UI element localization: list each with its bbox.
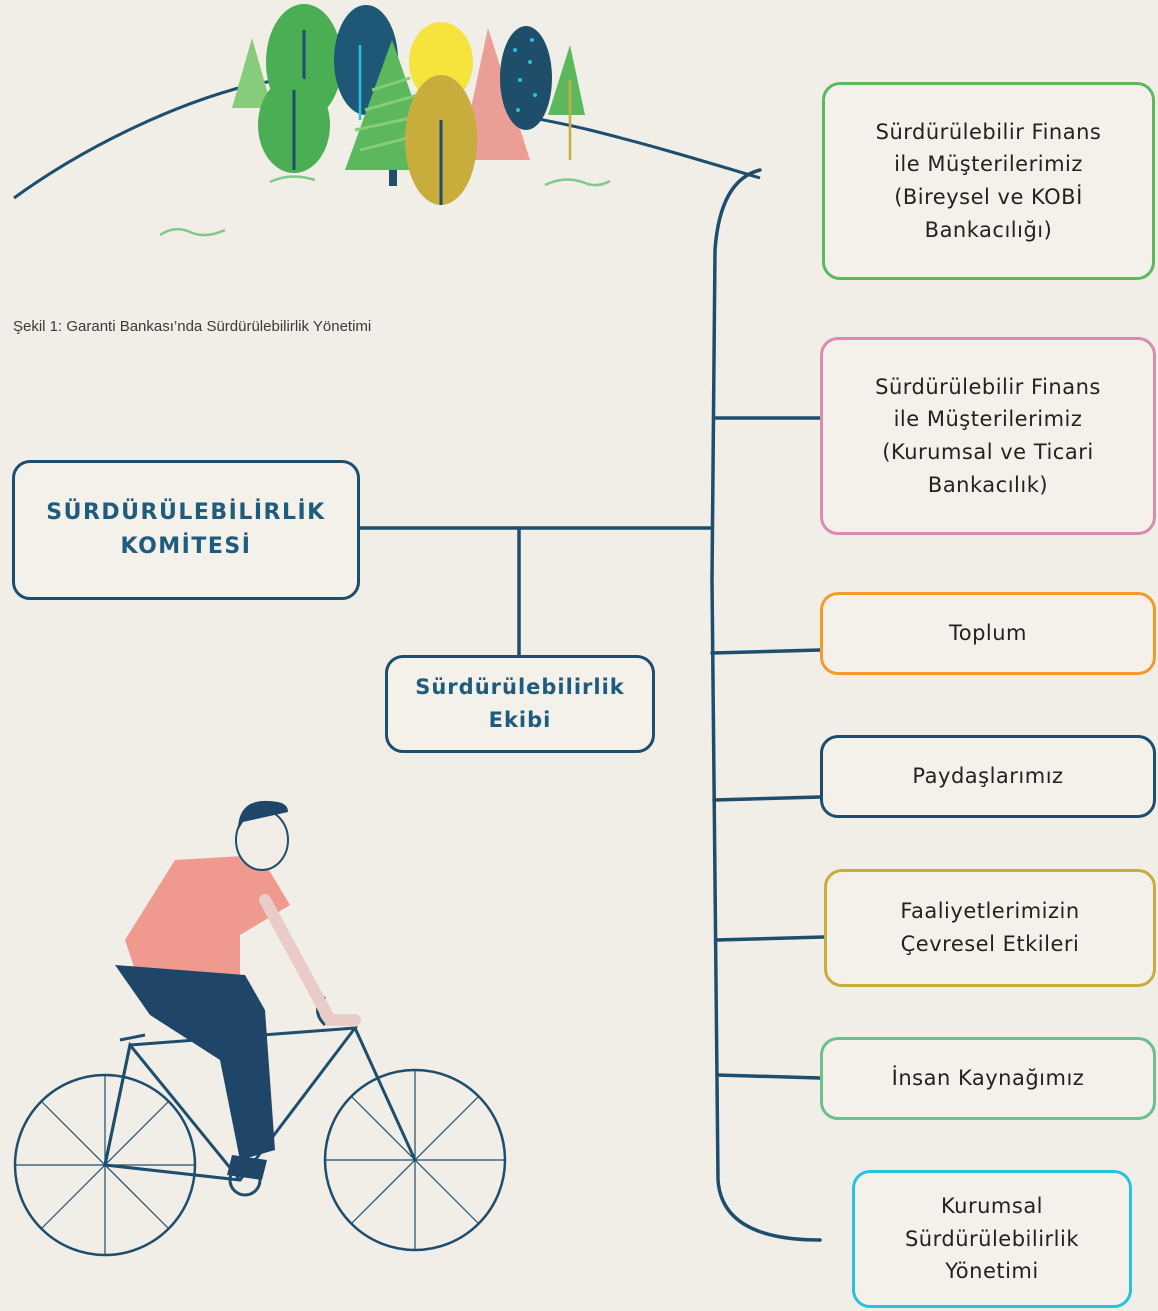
branch-connector-4	[712, 795, 822, 802]
branch-box-society: Toplum	[820, 592, 1156, 675]
branch-box-corporate-sustainability: Kurumsal Sürdürülebilirlik Yönetimi	[852, 1170, 1132, 1308]
forest-illustration	[13, 4, 761, 237]
figure-caption: Şekil 1: Garanti Bankası’nda Sürdürülebi…	[13, 318, 372, 335]
branch-box-stakeholders: Paydaşlarımız	[820, 735, 1156, 818]
branch-box-retail-finance: Sürdürülebilir Finans ile Müşterilerimiz…	[822, 82, 1155, 280]
trunk-line	[710, 168, 822, 1242]
team-box: Sürdürülebilirlik Ekibi	[385, 655, 655, 753]
branch-connector-5	[714, 935, 826, 942]
branch-box-human-resources: İnsan Kaynağımız	[820, 1037, 1156, 1120]
branch-connector-3	[710, 648, 822, 655]
branch-connector-6	[715, 1073, 822, 1080]
committee-box: SÜRDÜRÜLEBİLİRLİK KOMİTESİ	[12, 460, 360, 600]
branch-box-corporate-finance: Sürdürülebilir Finans ile Müşterilerimiz…	[820, 337, 1156, 535]
branch-box-environmental-impact: Faaliyetlerimizin Çevresel Etkileri	[824, 869, 1156, 987]
cyclist-illustration	[13, 800, 507, 1257]
connector-lines	[358, 168, 826, 1242]
